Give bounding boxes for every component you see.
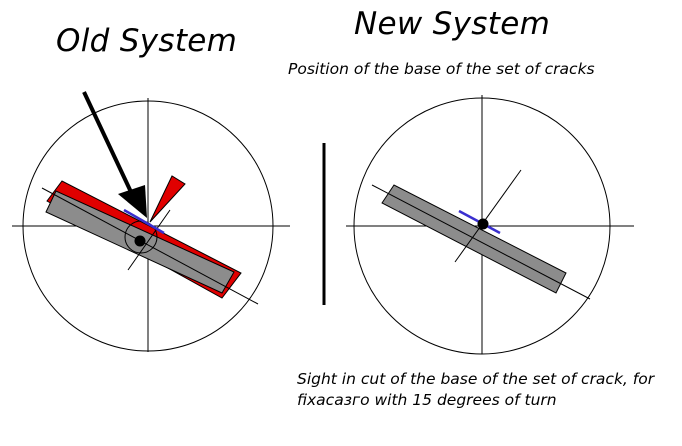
old-system-arrow-head [118, 185, 147, 218]
old-system-dip-line [41, 187, 259, 305]
new-system-oblique-axis [454, 169, 522, 263]
old-system-title: Old System [56, 23, 238, 59]
new-system-center-dot [477, 218, 489, 230]
new-system-subtitle: Position of the base of the set of crack… [288, 60, 595, 78]
new-system-gray-bar [381, 184, 567, 294]
new-system-title: New System [354, 6, 551, 42]
old-system-oblique-axis [127, 209, 171, 271]
new-system-dip-line [371, 184, 591, 300]
new-system-diagram [346, 95, 634, 355]
new-system-caption: Sight in cut of the base of the set of c… [297, 370, 655, 409]
old-system-center-dot [134, 235, 146, 247]
old-system-sight-line [123, 208, 165, 235]
old-system-red-wedge-top [149, 175, 186, 223]
old-system-diagram [12, 91, 290, 352]
old-system-arrow-shaft [82, 91, 133, 193]
